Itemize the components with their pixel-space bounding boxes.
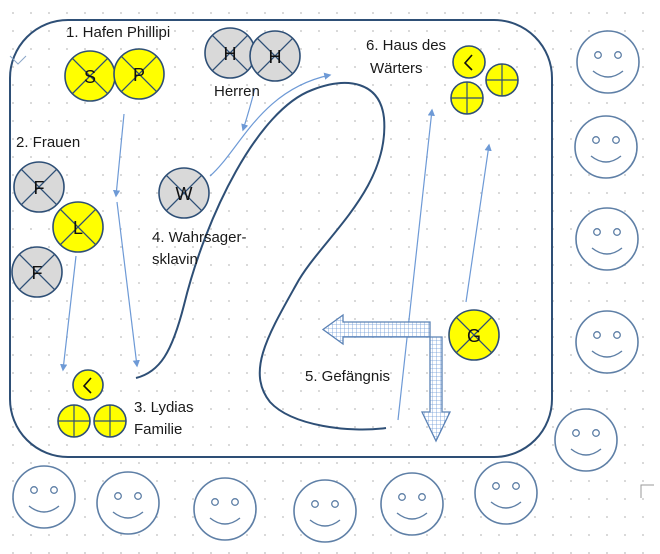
token-h2: H bbox=[249, 30, 301, 82]
smiley-face-icon bbox=[574, 115, 638, 179]
token-letter-g: G bbox=[467, 326, 481, 346]
smiley-face-icon bbox=[380, 472, 444, 536]
token-letter-s: S bbox=[84, 67, 96, 87]
smiley-face-icon bbox=[293, 479, 357, 543]
token-f2: F bbox=[11, 246, 63, 298]
corner-mark-bottom-right bbox=[640, 484, 654, 498]
token-p: P bbox=[113, 48, 165, 100]
smiley-face-icon bbox=[474, 461, 538, 525]
smiley-face-icon bbox=[193, 477, 257, 541]
token-w: W bbox=[158, 167, 210, 219]
family-token bbox=[485, 63, 519, 97]
token-h1: H bbox=[204, 27, 256, 79]
token-letter-f1: F bbox=[34, 178, 45, 198]
label-lydias-line2: Familie bbox=[134, 421, 182, 438]
token-letter-p: P bbox=[133, 65, 145, 85]
label-haus-line1: 6. Haus des bbox=[366, 37, 446, 54]
label-gefaengnis: 5. Gefängnis bbox=[305, 368, 390, 385]
family-token bbox=[72, 369, 104, 401]
smiley-face-icon bbox=[554, 408, 618, 472]
token-g: G bbox=[448, 309, 500, 361]
smiley-face-icon bbox=[575, 207, 639, 271]
family-token bbox=[452, 45, 486, 79]
token-letter-l: L bbox=[73, 218, 83, 238]
label-herren: Herren bbox=[214, 83, 260, 100]
arrow-gefaengnis-to-haus bbox=[397, 108, 435, 421]
arrow-g-to-haus bbox=[465, 143, 492, 303]
gefaengnis-arrow bbox=[321, 313, 452, 443]
person-tokens: S P H H F L F W G bbox=[11, 27, 500, 361]
arrow-hafen-to-lydias-1 bbox=[112, 113, 125, 198]
label-wahrsager-line1: 4. Wahrsager- bbox=[152, 229, 246, 246]
arrow-hafen-to-lydias-2 bbox=[116, 201, 140, 368]
token-letter-f2: F bbox=[32, 263, 43, 283]
label-lydias-line1: 3. Lydias bbox=[134, 399, 193, 416]
family-token bbox=[450, 81, 484, 115]
smiley-face-icon bbox=[96, 471, 160, 535]
arrow-herren-down bbox=[241, 87, 256, 132]
smiley-face-icon bbox=[575, 310, 639, 374]
token-s: S bbox=[64, 50, 116, 102]
outside-faces bbox=[12, 30, 640, 543]
smiley-face-icon bbox=[576, 30, 640, 94]
smiley-face-icon bbox=[12, 465, 76, 529]
token-letter-h1: H bbox=[224, 44, 237, 64]
arrow-frauen-to-lydias bbox=[60, 255, 77, 372]
journey-path bbox=[135, 82, 387, 431]
token-letter-w: W bbox=[176, 184, 193, 204]
city-boundary bbox=[9, 19, 553, 458]
family-tokens bbox=[57, 45, 519, 438]
family-token bbox=[93, 404, 127, 438]
corner-mark-top-left bbox=[9, 55, 27, 65]
token-l: L bbox=[52, 201, 104, 253]
label-wahrsager-line2: sklavin bbox=[152, 251, 198, 268]
token-letter-h2: H bbox=[269, 47, 282, 67]
label-frauen: 2. Frauen bbox=[16, 134, 80, 151]
token-f1: F bbox=[13, 161, 65, 213]
arrow-wahrsager-curve bbox=[209, 72, 332, 177]
family-token bbox=[57, 404, 91, 438]
label-haus-line2: Wärters bbox=[370, 60, 423, 77]
label-hafen: 1. Hafen Phillipi bbox=[66, 24, 170, 41]
